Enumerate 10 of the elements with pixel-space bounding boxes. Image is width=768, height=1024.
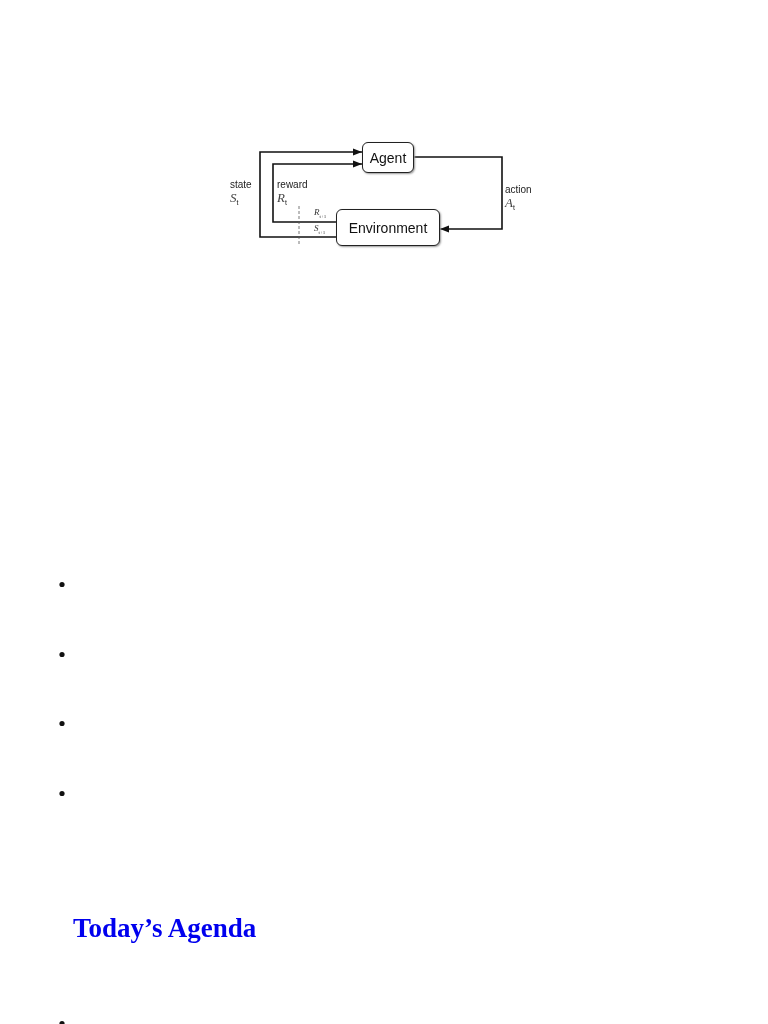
arrow	[259, 148, 363, 238]
arrow	[272, 160, 363, 223]
agent-box: Agent	[362, 142, 414, 173]
edge-label: action A$_{t}$	[505, 183, 532, 213]
section-heading: Today’s Agenda	[73, 913, 257, 944]
environment-box: Environment	[336, 209, 440, 246]
signal-label: S$_{t+1}$	[314, 223, 326, 235]
signal-label: R$_{t+1}$	[314, 207, 327, 219]
edge-label: state S$_{t}$	[230, 178, 253, 208]
arrow	[413, 156, 503, 233]
